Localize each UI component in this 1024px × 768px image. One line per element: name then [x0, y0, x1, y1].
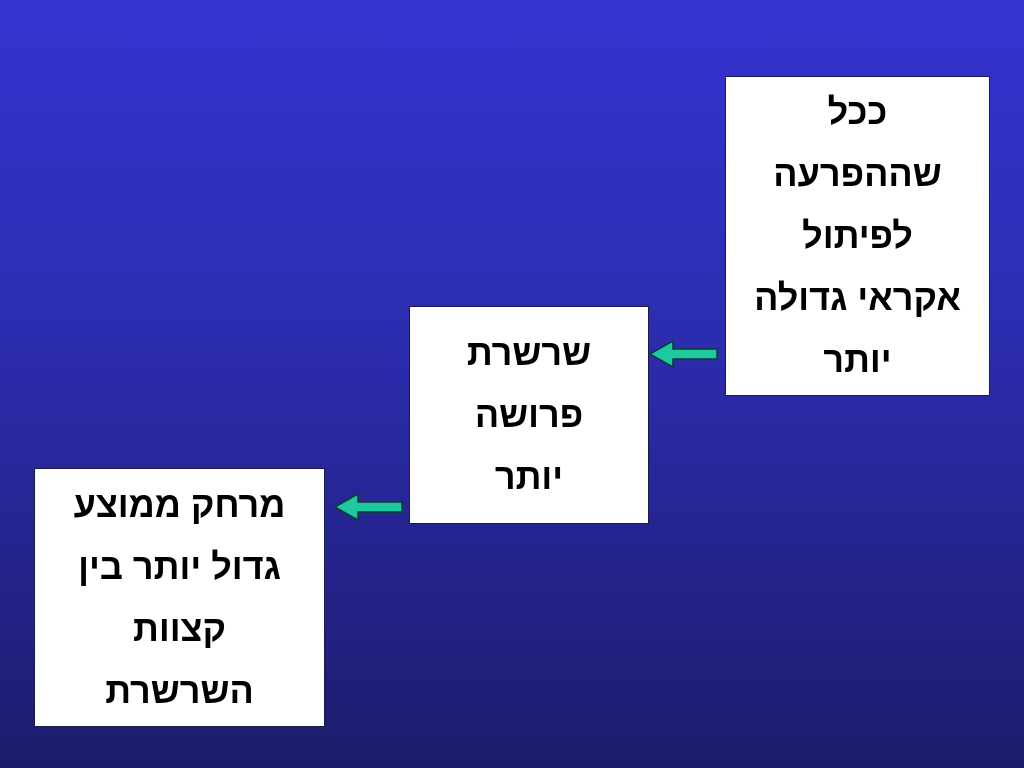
left-arrow-icon [333, 492, 403, 522]
box-bottom-line-3: קצוות [132, 607, 227, 649]
arrow-2-shape [333, 492, 403, 522]
box-random-twist-disturbance: ככל שההפרעה לפיתול אקראי גדולה יותר [725, 76, 990, 396]
box-chain-more-extended: שרשרת פרושה יותר [409, 306, 649, 524]
box-top-line-5: יותר [823, 339, 892, 380]
box-top-line-1: ככל [827, 91, 888, 132]
box-middle-line-2: פרושה [474, 394, 584, 435]
box-top-line-3: לפיתול [802, 215, 913, 256]
box-middle-line-3: יותר [494, 456, 564, 497]
box-top-line-2: שההפרעה [773, 153, 942, 194]
box-bottom-line-2: גדול יותר בין [78, 545, 281, 587]
box-bottom-line-4: השרשרת [105, 669, 254, 711]
box-top-line-4: אקראי גדולה [754, 277, 961, 318]
box-bottom-line-1: מרחק ממוצע [73, 483, 286, 525]
box-end-to-end-distance: מרחק ממוצע גדול יותר בין קצוות השרשרת [34, 468, 325, 727]
box-middle-line-1: שרשרת [466, 332, 592, 373]
left-arrow-icon [648, 339, 718, 369]
arrow-1-shape [648, 339, 718, 369]
